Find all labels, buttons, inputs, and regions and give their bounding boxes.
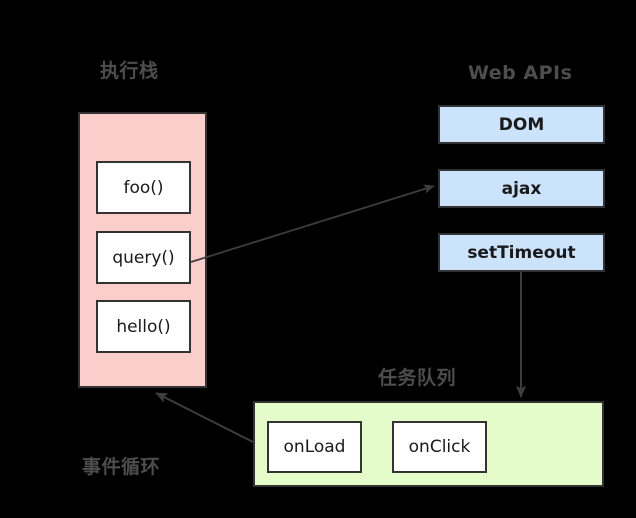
web-api-dom[interactable]: DOM bbox=[438, 105, 605, 144]
call-stack-label: 执行栈 bbox=[100, 60, 159, 82]
arrow-task-queue-to-call-stack bbox=[155, 392, 254, 443]
call-stack-frame-foo[interactable]: foo() bbox=[96, 161, 191, 214]
web-api-settimeout[interactable]: setTimeout bbox=[438, 233, 605, 272]
task-queue-item-onload[interactable]: onLoad bbox=[267, 421, 362, 473]
web-api-ajax[interactable]: ajax bbox=[438, 169, 605, 208]
web-apis-label: Web APIs bbox=[468, 62, 573, 84]
task-queue-item-onclick[interactable]: onClick bbox=[392, 421, 487, 473]
task-queue-label: 任务队列 bbox=[378, 367, 457, 389]
call-stack-frame-hello[interactable]: hello() bbox=[96, 300, 191, 353]
event-loop-label: 事件循环 bbox=[82, 456, 161, 478]
arrow-query-to-ajax bbox=[190, 184, 435, 263]
call-stack-frame-query[interactable]: query() bbox=[96, 231, 191, 284]
